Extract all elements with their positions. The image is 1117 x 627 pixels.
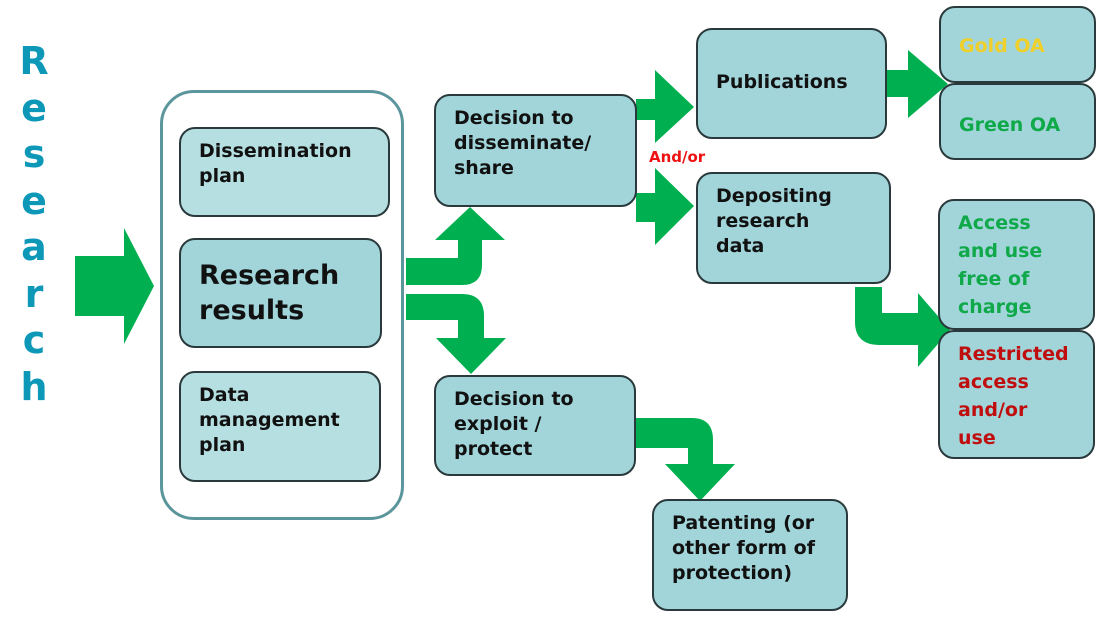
node-label: Gold OA [959,35,1045,57]
node-label: Data management plan [199,384,340,456]
node-patenting: Patenting (or other form of protection) [652,499,848,611]
node-label: Restricted access and/or use [958,343,1069,449]
node-label: Depositing research data [716,185,832,257]
arrow-results-to-exploit [406,294,506,374]
node-label: Dissemination plan [199,140,352,187]
side-title-letter: R [19,39,49,83]
node-label: Publications [716,71,848,93]
arrow-disseminate-to-depositing [636,168,694,245]
arrow-disseminate-to-publications [636,70,694,143]
node-green-oa: Green OA [939,83,1096,160]
side-title-letter: s [22,132,46,176]
arrow-publications-to-oa [887,50,948,118]
node-research-results: Research results [179,238,382,348]
node-access-free: Access and use free of charge [938,199,1095,330]
node-restricted-access: Restricted access and/or use [938,330,1095,459]
node-dissemination-plan: Dissemination plan [179,127,390,217]
side-title-letter: e [21,85,47,130]
node-publications: Publications [696,28,887,139]
node-label: Green OA [959,114,1061,136]
arrow-exploit-to-patenting [635,418,735,501]
side-title-letter: c [22,318,46,362]
arrow-depositing-to-access [855,287,950,367]
node-label: Patenting (or other form of protection) [672,512,815,584]
and-or-label: And/or [649,148,706,166]
node-decision-exploit: Decision to exploit / protect [434,375,636,476]
node-label: Access and use free of charge [958,212,1043,318]
side-title-letter: h [20,364,48,409]
side-title-letter: r [24,271,44,316]
node-label: Decision to disseminate/ share [454,107,592,179]
side-title-letter: a [21,225,47,269]
node-data-management-plan: Data management plan [179,371,381,482]
arrow-results-to-disseminate [406,207,505,285]
node-depositing-data: Depositing research data [696,172,891,284]
node-label: Decision to exploit / protect [454,388,574,460]
arrow-research-to-results [75,228,154,344]
node-gold-oa: Gold OA [939,6,1096,83]
side-title-letter: e [21,178,47,223]
node-decision-disseminate: Decision to disseminate/ share [434,94,637,207]
node-label: Research results [199,260,340,326]
